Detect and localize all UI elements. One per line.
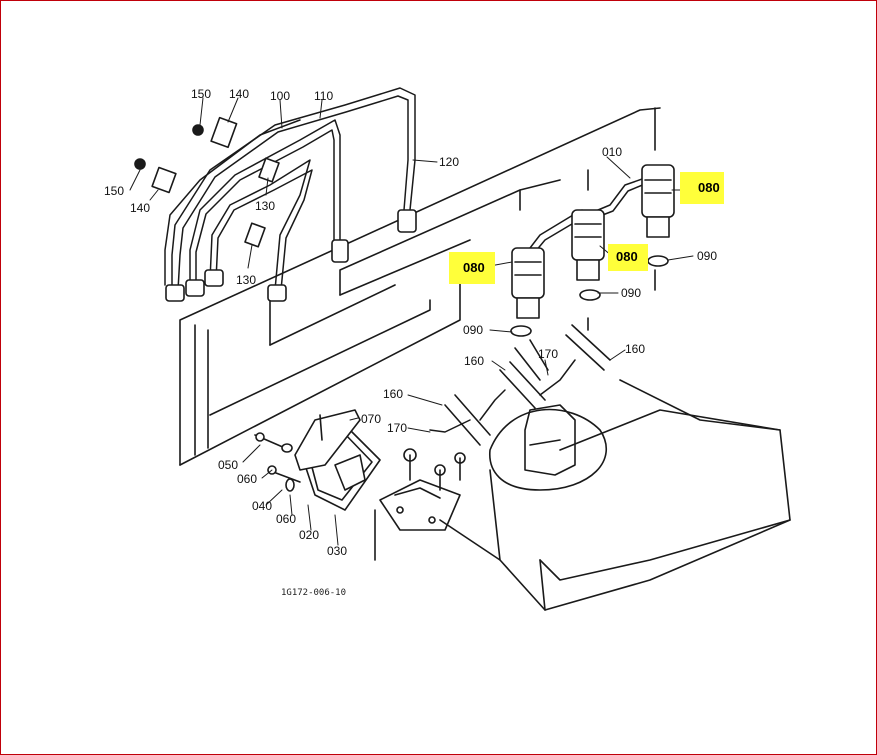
part-label-160: 160 [383, 387, 404, 401]
part-label-140: 140 [130, 201, 151, 215]
highlight-080-left: 080 [449, 252, 495, 284]
part-label-090: 090 [463, 323, 484, 337]
pipe-nuts [165, 209, 417, 302]
bolts-and-washers [254, 432, 301, 492]
part-label-160: 160 [464, 354, 485, 368]
part-label-070: 070 [361, 412, 382, 426]
leak-off-pipes [429, 359, 576, 433]
highlight-080-middle: 080 [608, 244, 648, 271]
part-label-060: 060 [237, 472, 258, 486]
part-label-030: 030 [327, 544, 348, 558]
cover-and-gaskets [294, 409, 381, 511]
part-label-100: 100 [270, 89, 291, 103]
part-label-110: 110 [314, 89, 334, 103]
part-label-020: 020 [299, 528, 320, 542]
part-label-080: 080 [616, 249, 638, 264]
part-label-060: 060 [276, 512, 297, 526]
part-label-120: 120 [439, 155, 460, 169]
part-label-080: 080 [698, 180, 720, 195]
part-label-080: 080 [463, 260, 485, 275]
part-label-130: 130 [236, 273, 257, 287]
pipe-clamps [134, 116, 280, 248]
part-label-170: 170 [387, 421, 408, 435]
part-label-010: 010 [602, 145, 623, 159]
part-label-090: 090 [697, 249, 718, 263]
highlight-080-right: 080 [680, 172, 724, 204]
leader-lines [129, 97, 694, 546]
part-label-090: 090 [621, 286, 642, 300]
injection-pipes [164, 87, 646, 291]
part-label-160: 160 [625, 342, 646, 356]
injector-assemblies [444, 164, 675, 446]
part-label-150: 150 [104, 184, 125, 198]
part-label-130: 130 [255, 199, 276, 213]
part-label-150: 150 [191, 87, 212, 101]
part-label-050: 050 [218, 458, 239, 472]
part-label-040: 040 [252, 499, 273, 513]
part-label-140: 140 [229, 87, 250, 101]
part-label-170: 170 [538, 347, 559, 361]
engine-block [179, 107, 791, 611]
figure-code: 1G172-006-10 [281, 588, 347, 598]
